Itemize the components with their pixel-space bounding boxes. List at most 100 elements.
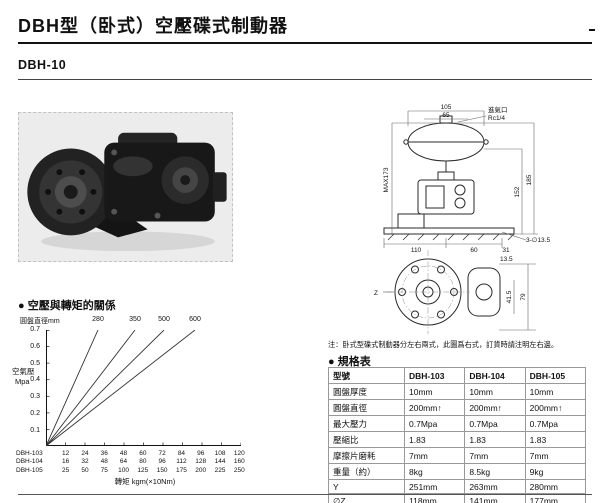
x-axis-value: 128 (195, 458, 207, 465)
thread-label: Rc1/4 (488, 115, 505, 122)
dim-max173: MAX173 (383, 167, 390, 192)
x-axis-value: 125 (137, 466, 149, 474)
y-axis-tick-label: 0.1 (30, 426, 40, 434)
spec-table-heading: ● 規格表 (328, 356, 371, 368)
spec-value-dbh105: 280mm (524, 479, 587, 494)
spec-row: 圓盤厚度 10mm 10mm 10mm (328, 383, 587, 400)
spec-value-dbh103: 7mm (403, 447, 466, 464)
x-row-label: DBH-103 (16, 449, 43, 457)
spec-row: 重量（約） 8kg 8.5kg 9kg (328, 463, 587, 480)
spec-value-dbh103: 10mm (403, 383, 466, 400)
spec-table-body: 圓盤厚度 10mm 10mm 10mm 圓盤直徑 200mm↑ 200mm↑ 2… (328, 383, 587, 503)
x-axis-value: 72 (158, 449, 166, 457)
series-line-500 (46, 330, 165, 446)
x-axis-value: 50 (81, 466, 89, 474)
spec-value-dbh104: 0.7Mpa (464, 415, 526, 432)
x-axis-value: 200 (195, 466, 207, 474)
spec-value-dbh105: 9kg (524, 463, 587, 480)
spec-row-label: 圓盤厚度 (328, 383, 405, 400)
x-axis-value: 160 (233, 458, 245, 465)
disc-value-600: 600 (189, 316, 201, 323)
series-line-600 (46, 330, 196, 446)
x-row-label: DBH-104 (16, 458, 43, 465)
air-inlet-label: 進氣口 (488, 105, 508, 114)
x-axis-value: 120 (233, 449, 245, 457)
spec-value-dbh103: 251mm (403, 479, 466, 494)
spec-value-dbh104: 1.83 (464, 431, 526, 448)
x-axis-value: 25 (62, 466, 70, 474)
spec-value-dbh103: 200mm↑ (403, 399, 466, 416)
x-axis-value: 225 (214, 466, 226, 474)
x-axis-value: 150 (156, 466, 168, 474)
spec-value-dbh105: 200mm↑ (524, 399, 587, 416)
col-dbh105: DBH-105 (524, 367, 587, 384)
spec-row-label: 摩擦片磨耗 (328, 447, 405, 464)
spec-value-dbh103: 0.7Mpa (403, 415, 466, 432)
dim-z: Z (374, 290, 378, 297)
x-axis-value: 75 (100, 466, 108, 474)
x-axis-value: 96 (158, 458, 166, 465)
y-axis-label: 空氣壓 (12, 367, 35, 376)
model-rule (18, 79, 592, 80)
dim-13-5: 13.5 (500, 256, 513, 263)
title-rule (18, 42, 592, 44)
spec-header-row: 型號 DBH-103 DBH-104 DBH-105 (328, 367, 587, 384)
x-row-label: DBH-105 (16, 466, 43, 474)
x-axis-value: 48 (100, 458, 108, 465)
chart-heading: ● 空壓與轉矩的關係 (18, 300, 116, 312)
product-photo (18, 112, 233, 262)
spec-value-dbh104: 10mm (464, 383, 526, 400)
page-title: DBH型（卧式）空壓碟式制動器 (18, 16, 288, 36)
col-dbh104: DBH-104 (464, 367, 526, 384)
disc-value-280: 280 (92, 316, 104, 323)
dim-79: 79 (520, 293, 527, 301)
dim-105: 105 (441, 104, 452, 111)
spec-row-label: Y (328, 479, 405, 494)
x-axis-value: 16 (62, 458, 70, 465)
x-axis-value: 64 (119, 458, 128, 465)
y-axis-tick-label: 0.2 (30, 410, 40, 418)
x-axis-value: 100 (118, 466, 129, 474)
series-line-280 (46, 330, 99, 446)
y-axis-tick-label: 0.4 (30, 376, 40, 384)
drawing-note: 注：卧式型碟式制動器分左右兩式，此圖爲右式，訂貨時請注明左右邊。 (328, 340, 559, 349)
product-photo-art (19, 113, 232, 261)
spec-row: 最大壓力 0.7Mpa 0.7Mpa 0.7Mpa (328, 415, 587, 432)
spec-row: Y 251mm 263mm 280mm (328, 479, 587, 494)
spec-value-dbh105: 7mm (524, 447, 587, 464)
spec-value-dbh103: 1.83 (403, 431, 466, 448)
chart-plot (46, 330, 241, 446)
dim-31: 31 (502, 247, 510, 254)
x-axis-value: 175 (176, 466, 187, 474)
x-axis-value: 80 (139, 458, 147, 465)
spec-value-dbh105: 0.7Mpa (524, 415, 587, 432)
x-axis-value: 36 (100, 449, 108, 457)
disc-value-350: 350 (129, 316, 141, 323)
x-axis-row-dbh104: DBH-104 16 32 48 64 80 96 112 128 144 160 (16, 458, 249, 466)
dim-41-5: 41.5 (506, 290, 513, 303)
x-axis-value: 12 (62, 449, 70, 457)
disc-diameter-label: 圓盤直徑mm (20, 318, 60, 325)
model-heading: DBH-10 (18, 58, 67, 72)
x-axis-value: 144 (214, 458, 226, 465)
y-axis-tick-label: 0.3 (30, 393, 40, 401)
x-axis-value: 84 (177, 449, 186, 457)
series-line-350 (46, 330, 136, 446)
dim-60: 60 (470, 247, 478, 254)
dim-holes: 3-∅13.5 (526, 237, 550, 244)
y-axis-tick-label: 0.6 (30, 342, 40, 350)
spec-value-dbh103: 8kg (403, 463, 466, 480)
y-axis-tick-label: 0.7 (30, 326, 40, 333)
spec-row-label: 最大壓力 (328, 415, 405, 432)
x-axis-value: 32 (81, 458, 89, 465)
page-corner-mark (589, 29, 595, 31)
x-axis-value: 112 (176, 458, 187, 465)
x-axis-value: 24 (81, 449, 89, 457)
x-axis-value: 108 (214, 449, 226, 457)
dim-152: 152 (514, 186, 521, 197)
spec-row: 圓盤直徑 200mm↑ 200mm↑ 200mm↑ (328, 399, 587, 416)
